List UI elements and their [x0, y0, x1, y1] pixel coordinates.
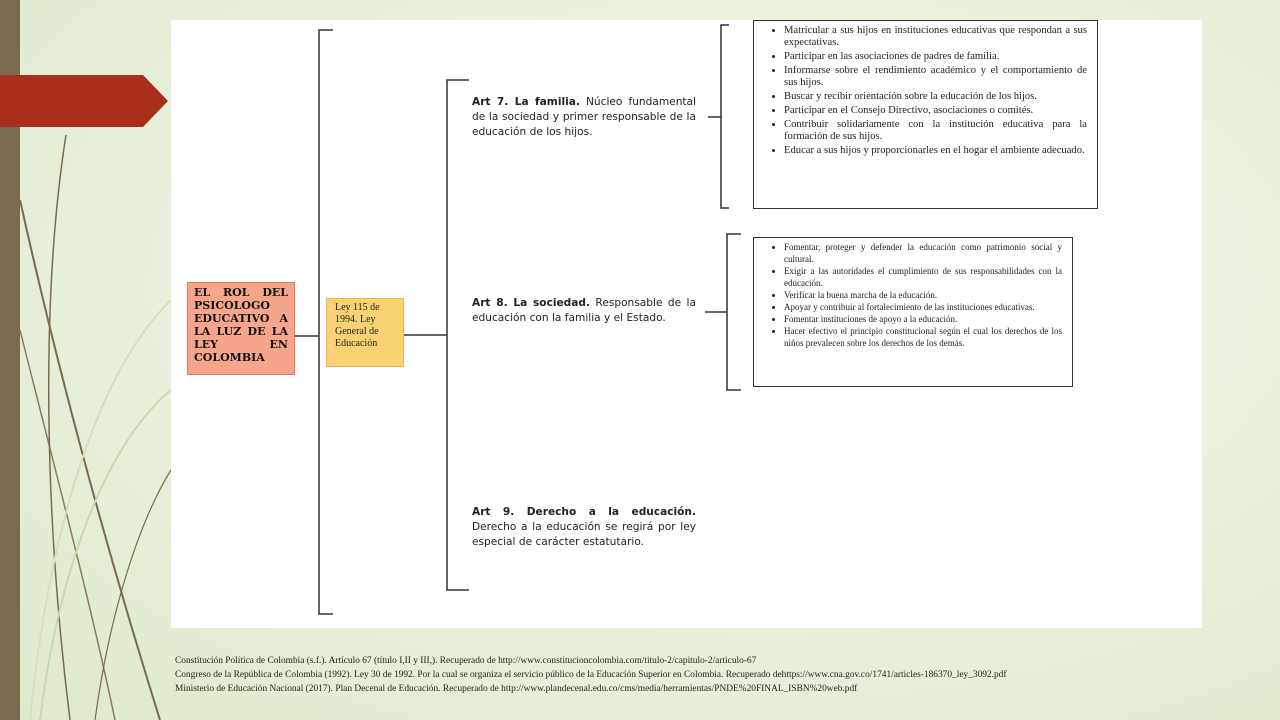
list-item: Hacer efectivo el principio constitucion…	[784, 325, 1062, 349]
article-8-heading: Art 8. La sociedad.	[472, 297, 590, 309]
article-9-heading: Art 9. Derecho a la educación.	[472, 506, 696, 518]
article-9-text: Derecho a la educación se regirá por ley…	[472, 521, 696, 548]
familia-duties-box: Matricular a sus hijos en instituciones …	[753, 20, 1098, 209]
diagram-image: EL ROL DEL PSICOLOGO EDUCATIVO A LA LUZ …	[171, 20, 1202, 628]
list-item: Informarse sobre el rendimiento académic…	[784, 65, 1087, 89]
list-item: Buscar y recibir orientación sobre la ed…	[784, 91, 1087, 103]
article-7: Art 7. La familia. Núcleo fundamental de…	[472, 95, 696, 140]
references: Constitución Política de Colombia (s.f.)…	[175, 654, 1235, 696]
list-item: Participar en el Consejo Directivo, asoc…	[784, 105, 1087, 117]
list-item: Educar a sus hijos y proporcionarles en …	[784, 145, 1087, 157]
reference-line: Congreso de la República de Colombia (19…	[175, 668, 1235, 682]
reference-line: Ministerio de Educación Nacional (2017).…	[175, 682, 1235, 696]
list-item: Contribuir solidariamente con la institu…	[784, 119, 1087, 143]
article-7-heading: Art 7. La familia.	[472, 96, 580, 108]
main-topic-box: EL ROL DEL PSICOLOGO EDUCATIVO A LA LUZ …	[187, 282, 295, 375]
list-item: Matricular a sus hijos en instituciones …	[784, 25, 1087, 49]
list-item: Verificar la buena marcha de la educació…	[784, 289, 1062, 301]
red-arrow-tab	[0, 75, 168, 127]
article-9: Art 9. Derecho a la educación. Derecho a…	[472, 505, 696, 550]
list-item: Participar en las asociaciones de padres…	[784, 51, 1087, 63]
list-item: Fomentar, proteger y defender la educaci…	[784, 241, 1062, 265]
article-8: Art 8. La sociedad. Responsable de la ed…	[472, 296, 696, 326]
list-item: Exigir a las autoridades el cumplimiento…	[784, 265, 1062, 289]
list-item: Fomentar instituciones de apoyo a la edu…	[784, 313, 1062, 325]
sociedad-duties-box: Fomentar, proteger y defender la educaci…	[753, 237, 1073, 387]
law-box: Ley 115 de 1994. Ley General de Educació…	[326, 298, 404, 367]
reference-line: Constitución Política de Colombia (s.f.)…	[175, 654, 1235, 668]
list-item: Apoyar y contribuir al fortalecimiento d…	[784, 301, 1062, 313]
